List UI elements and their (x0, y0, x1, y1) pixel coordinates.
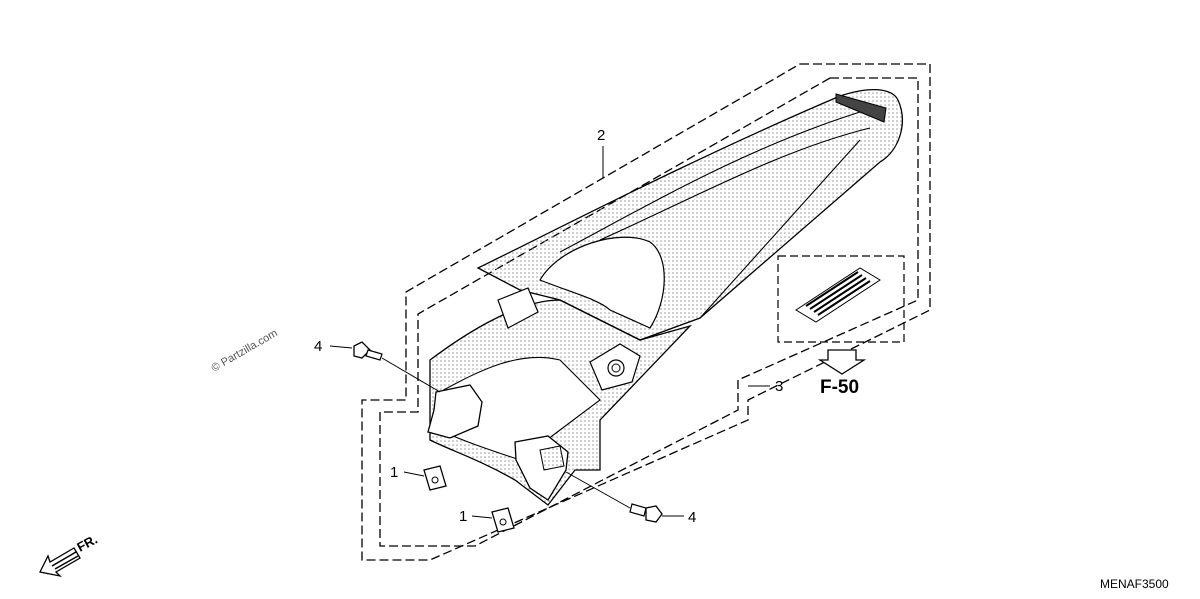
callout-2: 2 (597, 127, 605, 144)
rear-fender (427, 88, 903, 506)
right-tab-grommet (539, 445, 565, 471)
bracket-bolt-hole (607, 359, 625, 377)
fender-lower-face (439, 356, 601, 461)
diagram-code: MENAF3500 (1100, 577, 1169, 591)
leader-1b (471, 515, 493, 519)
watermark-text: © Partzilla.com (210, 327, 280, 374)
reference-arrow-icon (817, 349, 867, 375)
bracket-bolt-hole-inner (611, 363, 621, 373)
fender-arch (539, 236, 665, 329)
callout-1-lower: 1 (459, 508, 467, 525)
bolt-lower (565, 471, 663, 523)
caution-label-icon (795, 267, 881, 323)
clip-nut-lower (491, 507, 515, 533)
callout-3: 3 (775, 378, 783, 395)
outer-dashed-boundary (361, 63, 931, 561)
upper-left-bracket (497, 287, 539, 329)
leader-4a (329, 345, 353, 349)
label-reference-box (777, 255, 905, 343)
reference-label: F-50 (820, 377, 859, 398)
fender-tail-light-grille (835, 93, 887, 123)
front-direction-arrow-icon (39, 547, 81, 578)
callout-4-lower: 4 (688, 509, 696, 526)
callout-4-upper: 4 (314, 338, 322, 355)
bolt-upper (353, 341, 441, 393)
front-direction-label: FR. (74, 532, 100, 555)
leader-1a (403, 471, 425, 477)
left-mount-tab (427, 384, 483, 439)
clip-nut-upper (423, 465, 447, 491)
fender-center-rib (559, 111, 871, 319)
callout-1-upper: 1 (390, 464, 398, 481)
